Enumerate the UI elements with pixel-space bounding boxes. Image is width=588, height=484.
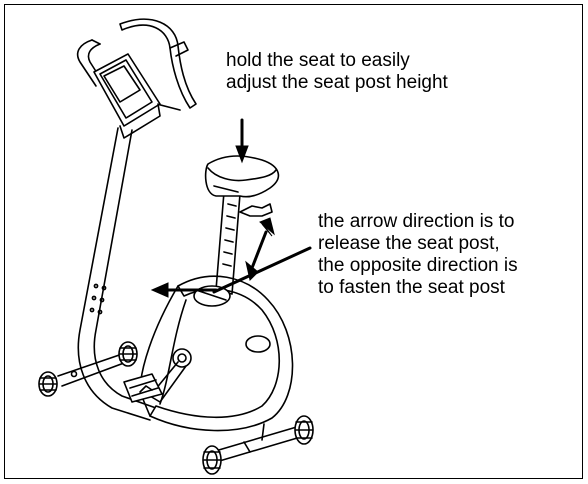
caption-line: hold the seat to easily <box>226 50 410 71</box>
seat-height-caption: hold the seat to easily adjust the seat … <box>226 50 448 94</box>
frame-column <box>77 127 157 421</box>
caption-line: adjust the seat post height <box>226 72 448 93</box>
arrow-down-icon <box>235 118 249 164</box>
seat <box>204 155 280 198</box>
caption-line: the arrow direction is to <box>318 211 515 232</box>
caption-line: the opposite direction is <box>318 255 518 276</box>
rear-stabilizer <box>202 415 314 475</box>
console <box>93 53 161 139</box>
front-stabilizer <box>38 341 138 397</box>
pedal-crank <box>123 348 192 403</box>
seat-release-caption: the arrow direction is to release the se… <box>318 211 518 299</box>
arrow-up-down-icon <box>245 217 275 281</box>
caption-line: release the seat post, <box>318 233 500 254</box>
caption-line: to fasten the seat post <box>318 277 505 298</box>
arrow-left-icon <box>150 246 312 298</box>
